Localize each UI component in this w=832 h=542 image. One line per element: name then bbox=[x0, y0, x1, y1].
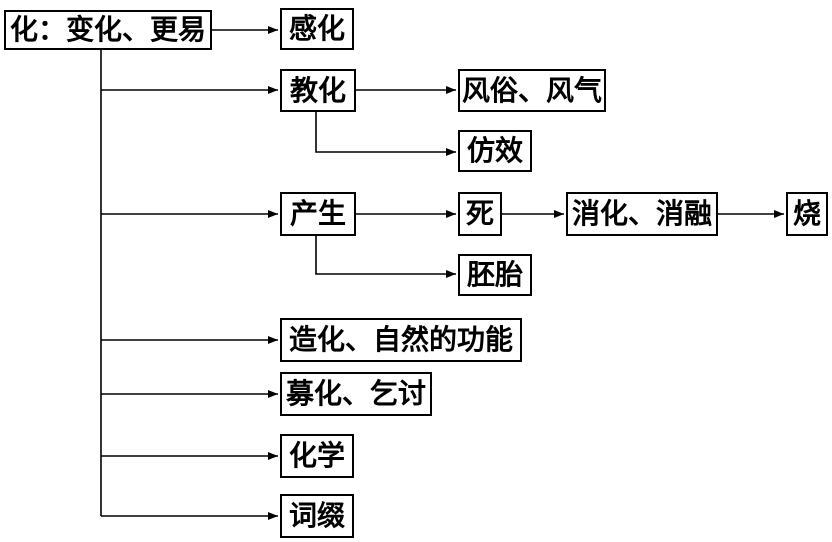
node-zaohua: 造化、自然的功能 bbox=[280, 318, 522, 362]
node-fengsu: 风俗、风气 bbox=[458, 69, 606, 112]
node-chansheng: 产生 bbox=[280, 192, 356, 236]
node-ganhua: 感化 bbox=[280, 8, 354, 50]
node-cizhui: 词缀 bbox=[280, 494, 354, 538]
node-xiaohua: 消化、消融 bbox=[566, 192, 718, 236]
node-fangxiao: 仿效 bbox=[458, 130, 532, 172]
root-node: 化：变化、更易 bbox=[4, 10, 212, 50]
arrow-chansheng-to-peitai bbox=[315, 236, 456, 278]
node-si: 死 bbox=[458, 192, 502, 236]
arrow-jiaohua-to-fangxiao bbox=[315, 112, 456, 156]
node-jiaohua: 教化 bbox=[280, 69, 356, 112]
node-huaxue: 化学 bbox=[280, 434, 354, 478]
node-shao: 烧 bbox=[786, 192, 828, 236]
node-muhua: 募化、乞讨 bbox=[280, 372, 432, 416]
node-peitai: 胚胎 bbox=[458, 254, 532, 296]
